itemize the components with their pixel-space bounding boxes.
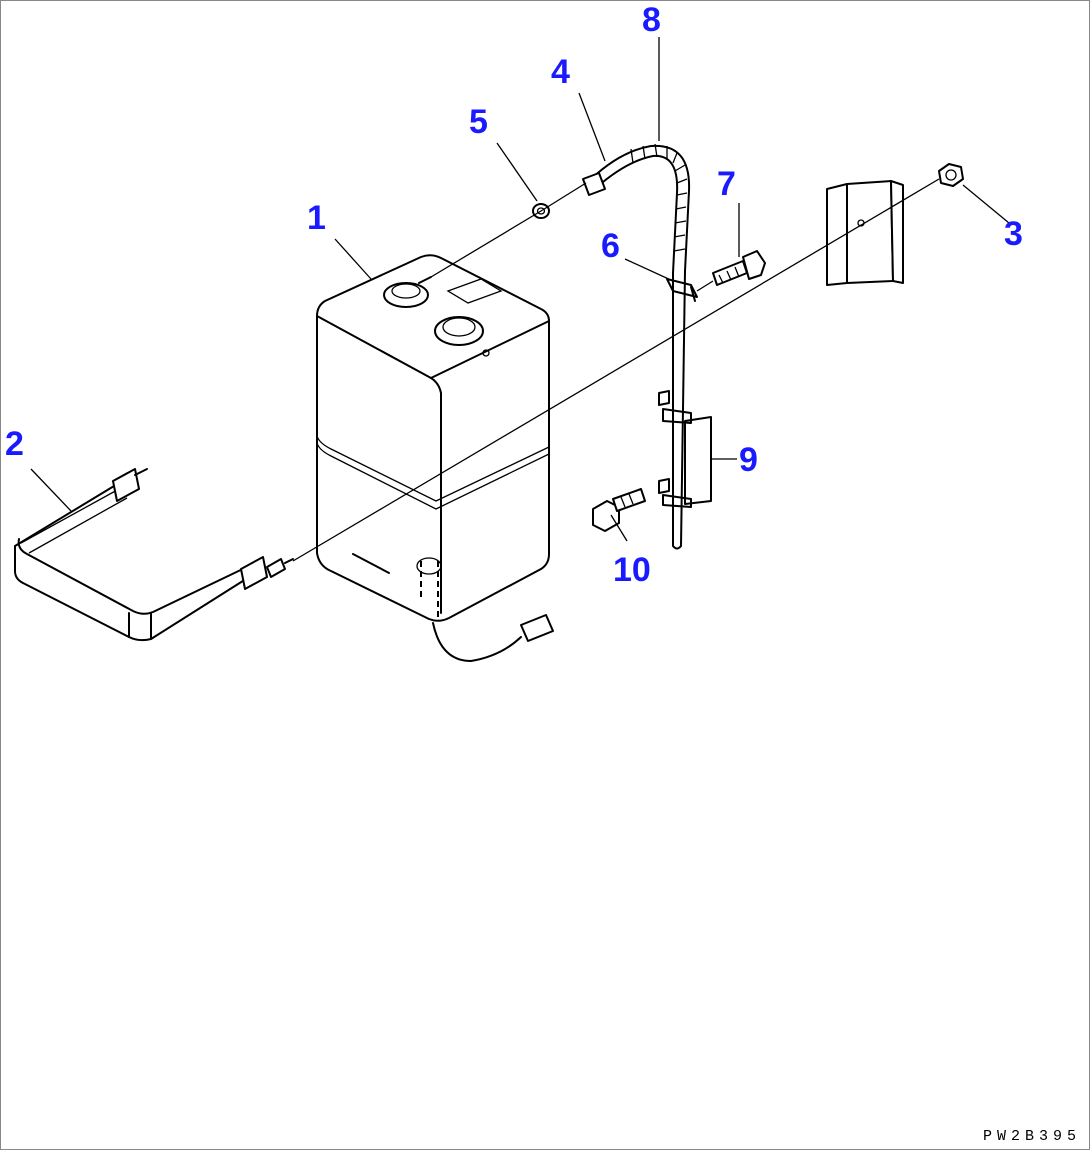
callout-4: 4 bbox=[551, 53, 570, 91]
drawing-code: PW2B395 bbox=[982, 1128, 1081, 1145]
band-part-2 bbox=[14, 468, 294, 642]
callout-10: 10 bbox=[613, 551, 651, 589]
frame-bracket bbox=[826, 180, 904, 286]
nut-part-3 bbox=[938, 163, 964, 187]
callout-7: 7 bbox=[717, 165, 736, 203]
callout-8: 8 bbox=[642, 1, 661, 39]
clip-part-6 bbox=[666, 278, 698, 302]
assembly-lines bbox=[292, 178, 940, 562]
tank-part-1 bbox=[316, 254, 554, 662]
callout-numbers: 1 2 3 4 5 6 7 8 9 10 bbox=[5, 1, 1023, 589]
bolt-part-10 bbox=[592, 488, 646, 532]
hose-part-4-8 bbox=[582, 143, 691, 274]
callout-9: 9 bbox=[739, 441, 758, 479]
callout-1: 1 bbox=[307, 199, 326, 237]
leader-lines bbox=[30, 37, 1010, 542]
callout-5: 5 bbox=[469, 103, 488, 141]
bolt-part-7 bbox=[712, 250, 766, 286]
tube-and-plate-part-9 bbox=[658, 270, 737, 550]
callout-3: 3 bbox=[1004, 215, 1023, 253]
callout-2: 2 bbox=[5, 425, 24, 463]
callout-6: 6 bbox=[601, 227, 620, 265]
